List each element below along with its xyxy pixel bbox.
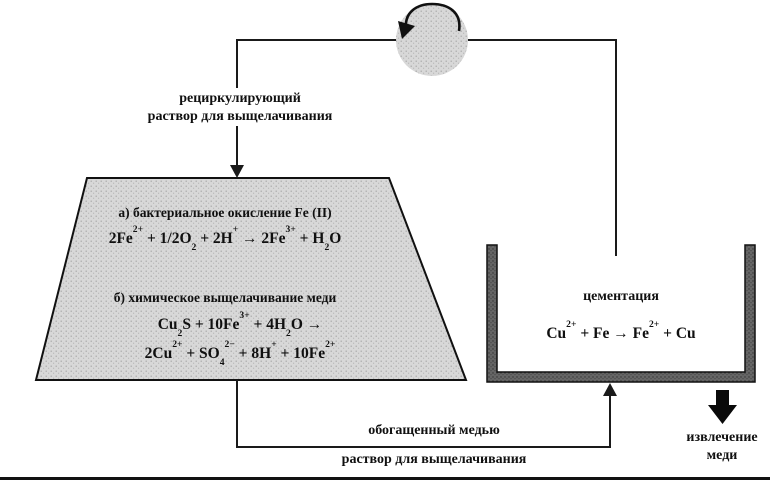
heap-step-b-equation-line2: 2Cu2+ + SO42− + 8H+ + 10Fe2+ — [144, 338, 336, 368]
heap-step-a-title: а) бактериальное окисление Fe (II) — [118, 205, 332, 220]
recycle-circle — [396, 4, 468, 76]
inflow-arrow — [230, 126, 244, 178]
extraction-label: извлечение меди — [686, 430, 758, 463]
cementation-equation: Cu2+ + Fe → Fe2+ + Cu — [546, 318, 696, 342]
cementation-tank-shape — [486, 244, 756, 383]
heap-step-b-title: б) химическое выщелачивание меди — [113, 290, 337, 305]
heap-step-b-equation-line1: Cu2S + 10Fe3+ + 4H2O → — [157, 309, 323, 339]
enriched-solution-label-line2: раствор для выщелачивания — [341, 452, 527, 467]
extraction-arrow-icon — [708, 390, 737, 424]
cementation-title: цементация — [583, 289, 659, 304]
heap-step-a-equation: 2Fe2+ + 1/2O2 + 2H+ → 2Fe3+ + H2O — [108, 223, 342, 253]
recycle-arrow-icon — [396, 2, 468, 76]
bottom-rule — [0, 477, 770, 480]
tank-inflow-arrowhead — [603, 383, 617, 396]
enriched-pipe-line — [236, 380, 611, 448]
leach-heap-shape — [34, 177, 468, 381]
enriched-solution-label-line1: обогащенный медью — [368, 423, 500, 438]
recirculating-solution-label: рециркулирующий раствор для выщелачивани… — [147, 91, 333, 124]
